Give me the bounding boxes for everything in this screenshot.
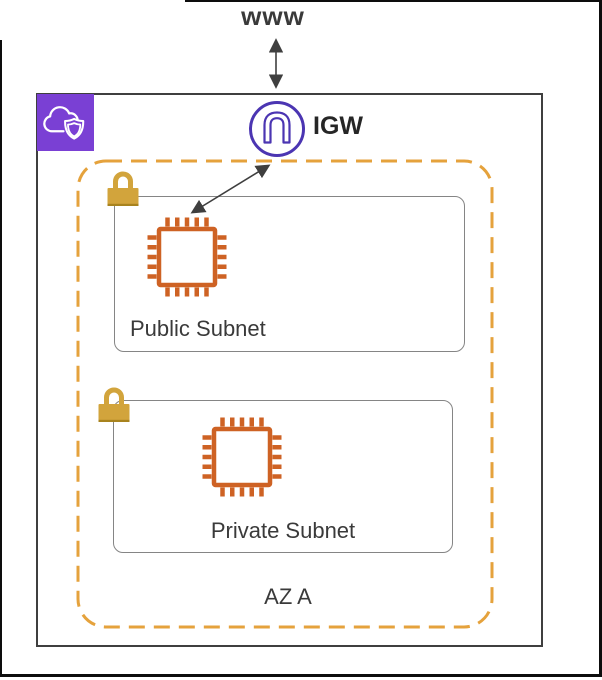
outer-frame-bottom <box>0 674 602 677</box>
public-subnet-lock-icon <box>106 169 140 208</box>
az-label: AZ A <box>264 584 312 609</box>
outer-frame-top <box>185 0 602 2</box>
vpc-container-box <box>36 93 543 647</box>
public-subnet-label: Public Subnet <box>130 316 266 341</box>
internet-label: www <box>241 1 305 31</box>
public-instance-chip-icon <box>145 215 229 299</box>
outer-frame-left <box>0 40 2 676</box>
private-instance-chip-icon <box>200 415 284 499</box>
private-subnet-lock-icon <box>97 385 131 424</box>
outer-frame-right <box>599 0 602 677</box>
internet-gateway-icon <box>249 101 305 157</box>
vpc-cloud-shield-icon <box>37 94 94 151</box>
private-subnet-label: Private Subnet <box>210 518 356 543</box>
igw-label: IGW <box>313 112 363 140</box>
private-subnet-box <box>113 400 453 553</box>
availability-zone-dashed-box <box>76 159 494 629</box>
